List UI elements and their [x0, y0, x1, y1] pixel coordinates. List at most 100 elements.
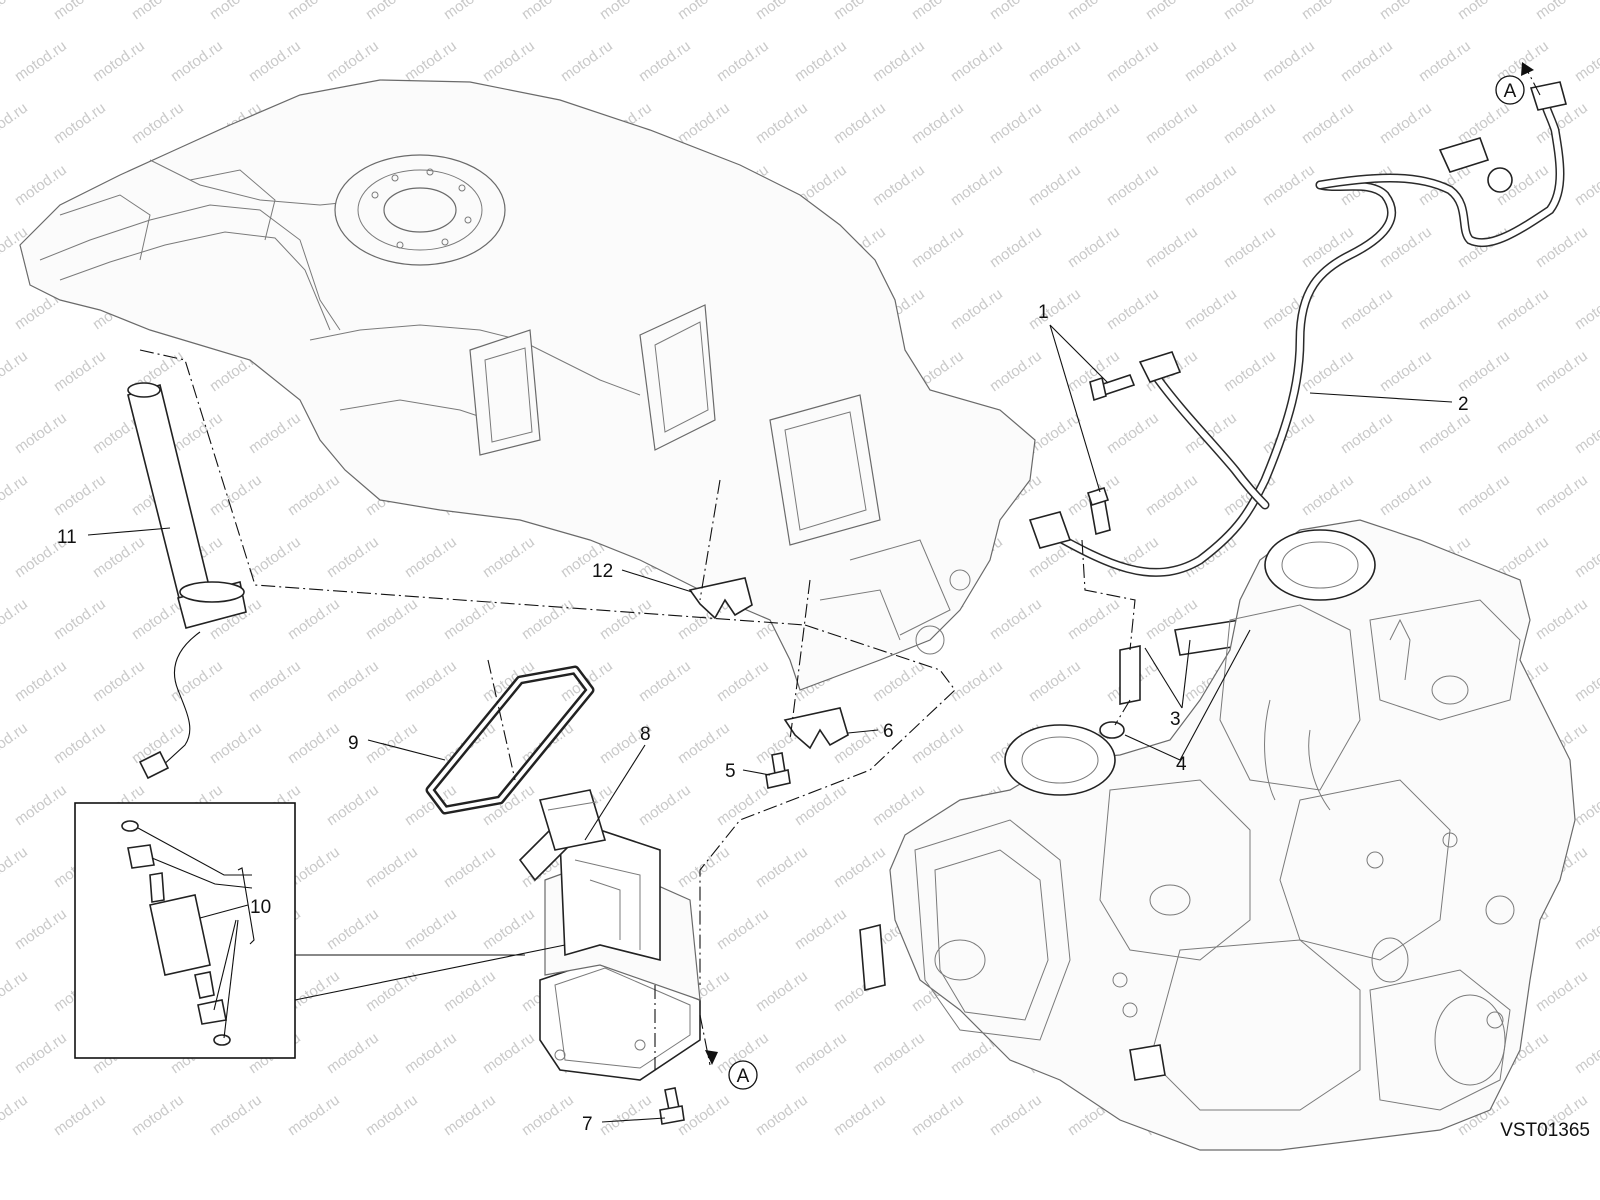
watermark-text: motod.ru — [792, 905, 850, 953]
watermark-text: motod.ru — [1026, 657, 1084, 705]
watermark-text: motod.ru — [1026, 161, 1084, 209]
watermark-text: motod.ru — [1065, 595, 1123, 643]
watermark-text: motod.ru — [1572, 905, 1600, 953]
watermark-text: motod.ru — [1026, 37, 1084, 85]
watermark-text: motod.ru — [1338, 409, 1396, 457]
watermark-text: motod.ru — [0, 99, 31, 147]
fuel-hose — [1028, 81, 1567, 577]
watermark-text: motod.ru — [987, 1091, 1045, 1139]
watermark-text: motod.ru — [753, 967, 811, 1015]
watermark-text: motod.ru — [1182, 161, 1240, 209]
watermark-text: motod.ru — [1572, 161, 1600, 209]
watermark-text: motod.ru — [129, 99, 187, 147]
watermark-text: motod.ru — [12, 781, 70, 829]
watermark-text: motod.ru — [1065, 223, 1123, 271]
watermark-text: motod.ru — [402, 533, 460, 581]
watermark-text: motod.ru — [12, 409, 70, 457]
watermark-text: motod.ru — [207, 0, 265, 23]
watermark-text: motod.ru — [0, 0, 31, 23]
watermark-text: motod.ru — [1377, 471, 1435, 519]
callout-9: 9 — [348, 733, 359, 754]
watermark-text: motod.ru — [1104, 161, 1162, 209]
watermark-text: motod.ru — [207, 1091, 265, 1139]
watermark-text: motod.ru — [0, 967, 31, 1015]
watermark-text: motod.ru — [909, 1091, 967, 1139]
watermark-text: motod.ru — [51, 1091, 109, 1139]
watermark-text: motod.ru — [1104, 409, 1162, 457]
callout-1: 1 — [1038, 302, 1049, 323]
watermark-text: motod.ru — [12, 1029, 70, 1077]
watermark-text: motod.ru — [1416, 285, 1474, 333]
watermark-text: motod.ru — [597, 595, 655, 643]
watermark-text: motod.ru — [1143, 223, 1201, 271]
watermark-text: motod.ru — [558, 37, 616, 85]
watermark-text: motod.ru — [90, 533, 148, 581]
watermark-text: motod.ru — [1416, 37, 1474, 85]
callout-labels: 1 2 3 4 5 6 7 8 9 10 11 12 — [57, 302, 1469, 1135]
watermark-text: motod.ru — [12, 37, 70, 85]
watermark-text: motod.ru — [1221, 347, 1279, 395]
watermark-text: motod.ru — [129, 595, 187, 643]
watermark-text: motod.ru — [402, 1029, 460, 1077]
watermark-text: motod.ru — [1455, 347, 1513, 395]
watermark-text: motod.ru — [480, 37, 538, 85]
drawing-code: VST01365 — [1500, 1120, 1590, 1141]
callout-6: 6 — [883, 721, 894, 742]
callout-2: 2 — [1458, 394, 1469, 415]
watermark-text: motod.ru — [1338, 285, 1396, 333]
engine — [859, 519, 1576, 1151]
watermark-text: motod.ru — [675, 843, 733, 891]
watermark-text: motod.ru — [636, 657, 694, 705]
watermark-text: motod.ru — [1143, 0, 1201, 23]
watermark-text: motod.ru — [168, 37, 226, 85]
watermark-text: motod.ru — [246, 533, 304, 581]
watermark-text: motod.ru — [870, 161, 928, 209]
callout-11: 11 — [57, 527, 77, 548]
watermark-text: motod.ru — [1260, 37, 1318, 85]
watermark-text: motod.ru — [519, 0, 577, 23]
watermark-text: motod.ru — [1065, 99, 1123, 147]
watermark-text: motod.ru — [948, 285, 1006, 333]
fuel-tank — [19, 79, 1036, 691]
watermark-text: motod.ru — [987, 595, 1045, 643]
screws-clips — [659, 374, 1246, 1125]
watermark-text: motod.ru — [831, 99, 889, 147]
watermark-text: motod.ru — [675, 0, 733, 23]
watermark-text: motod.ru — [1494, 409, 1552, 457]
section-marker-bottom-label: A — [737, 1066, 750, 1087]
watermark-text: motod.ru — [441, 967, 499, 1015]
watermark-text: motod.ru — [870, 781, 928, 829]
watermark-text: motod.ru — [0, 719, 31, 767]
watermark-text: motod.ru — [1143, 99, 1201, 147]
watermark-text: motod.ru — [831, 0, 889, 23]
watermark-text: motod.ru — [753, 0, 811, 23]
watermark-text: motod.ru — [714, 905, 772, 953]
watermark-text: motod.ru — [1221, 99, 1279, 147]
watermark-text: motod.ru — [51, 719, 109, 767]
watermark-text: motod.ru — [870, 37, 928, 85]
watermark-text: motod.ru — [402, 905, 460, 953]
watermark-text: motod.ru — [246, 657, 304, 705]
watermark-text: motod.ru — [90, 657, 148, 705]
watermark-text: motod.ru — [1026, 285, 1084, 333]
watermark-text: motod.ru — [1299, 471, 1357, 519]
watermark-text: motod.ru — [12, 657, 70, 705]
watermark-text: motod.ru — [1494, 285, 1552, 333]
watermark-text: motod.ru — [129, 1091, 187, 1139]
assembly-lines — [139, 62, 1541, 1070]
watermark-text: motod.ru — [285, 1091, 343, 1139]
watermark-text: motod.ru — [1533, 967, 1591, 1015]
watermark-text: motod.ru — [1377, 99, 1435, 147]
watermark-text: motod.ru — [831, 843, 889, 891]
watermark-text: motod.ru — [1260, 161, 1318, 209]
watermark-text: motod.ru — [0, 595, 31, 643]
callout-10: 10 — [250, 897, 271, 918]
watermark-text: motod.ru — [1572, 781, 1600, 829]
watermark-text: motod.ru — [324, 533, 382, 581]
watermark-text: motod.ru — [948, 161, 1006, 209]
watermark-text: motod.ru — [987, 0, 1045, 23]
arrow-head-top — [1521, 62, 1534, 76]
watermark-text: motod.ru — [324, 781, 382, 829]
watermark-text: motod.ru — [441, 843, 499, 891]
watermark-text: motod.ru — [714, 657, 772, 705]
